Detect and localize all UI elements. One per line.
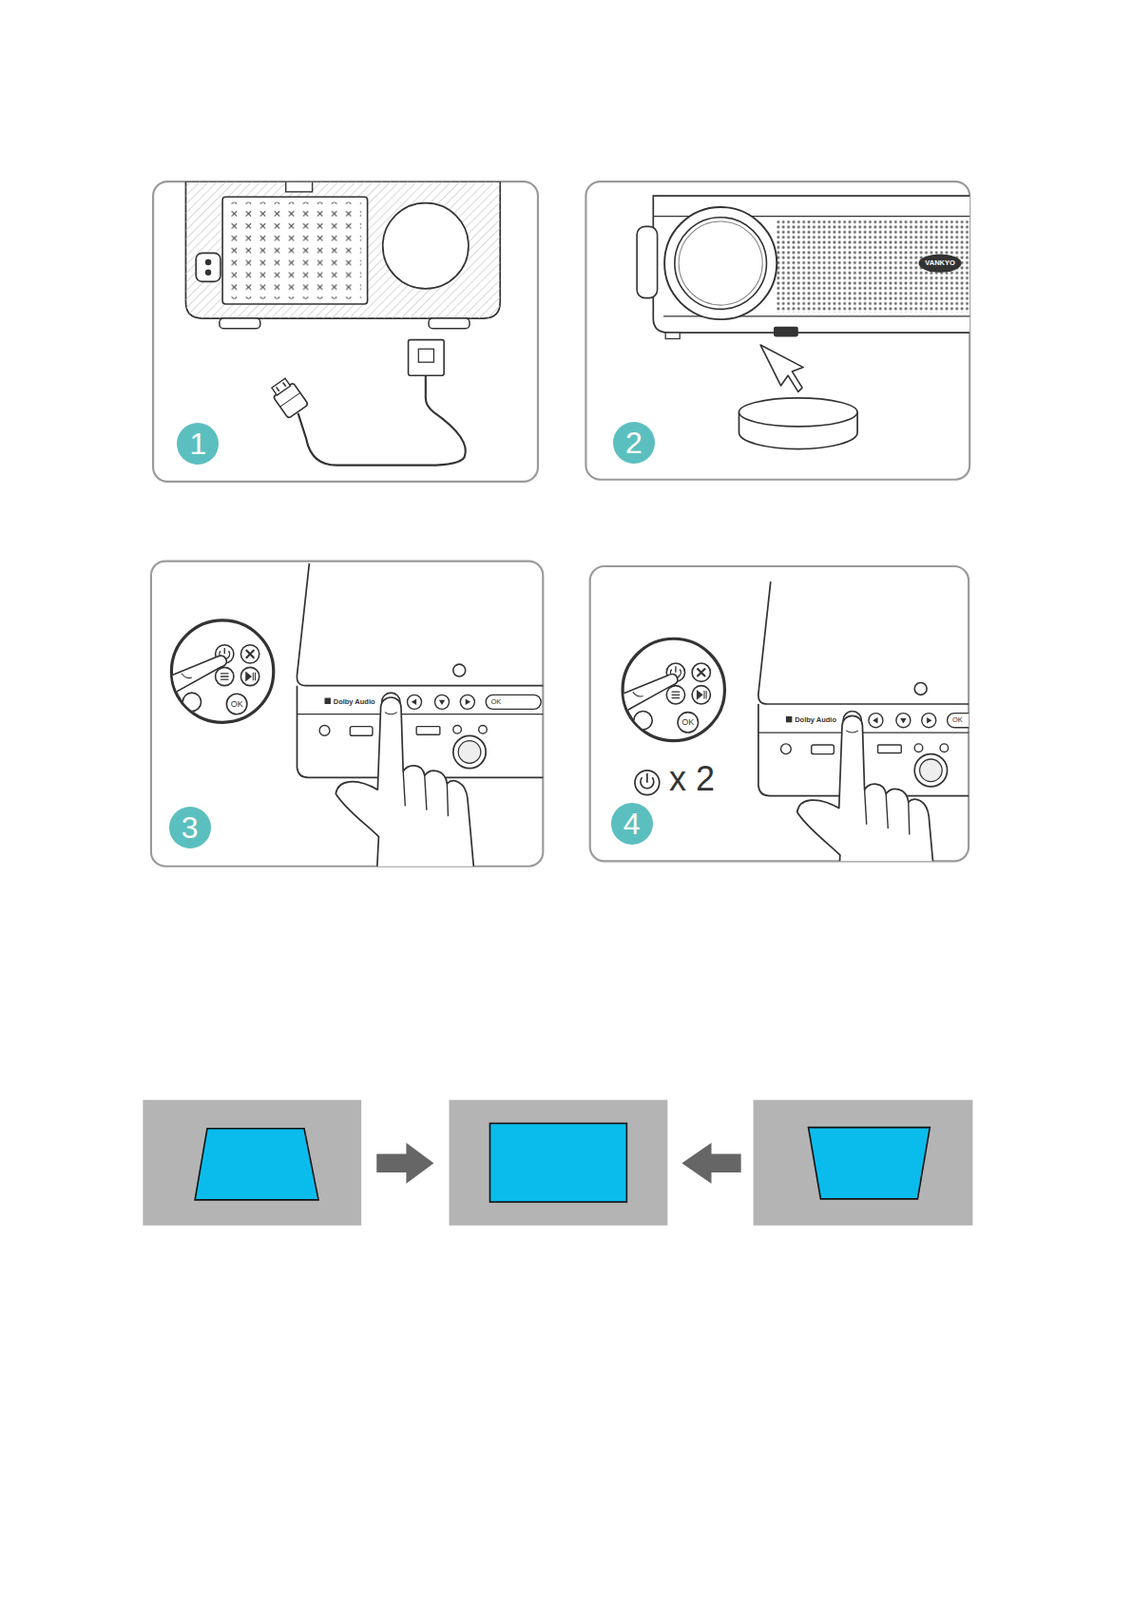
step-number-badge: 2 xyxy=(613,422,655,464)
audio-badge: Dolby Audio xyxy=(794,716,837,725)
panel-four xyxy=(590,566,1034,897)
step-number: 4 xyxy=(623,808,641,840)
button-label: OK xyxy=(952,716,963,725)
step-number: 2 xyxy=(625,427,643,459)
panel-one xyxy=(153,181,538,482)
button-label: OK xyxy=(491,698,502,707)
step-number-badge: 4 xyxy=(611,803,653,845)
press-count: x 2 xyxy=(669,762,715,797)
button-label: OK xyxy=(681,718,694,728)
audio-badge: Dolby Audio xyxy=(333,698,376,707)
button-label: OK xyxy=(230,700,244,710)
step-number: 3 xyxy=(181,812,199,844)
brand-logo: VANKYO xyxy=(924,259,956,268)
panel-two xyxy=(585,181,980,480)
keystone-illustration xyxy=(142,1100,973,1227)
step-number-badge: 1 xyxy=(176,422,219,465)
step-number-badge: 3 xyxy=(169,806,212,849)
step-number: 1 xyxy=(189,428,207,460)
panel-three xyxy=(151,561,572,879)
